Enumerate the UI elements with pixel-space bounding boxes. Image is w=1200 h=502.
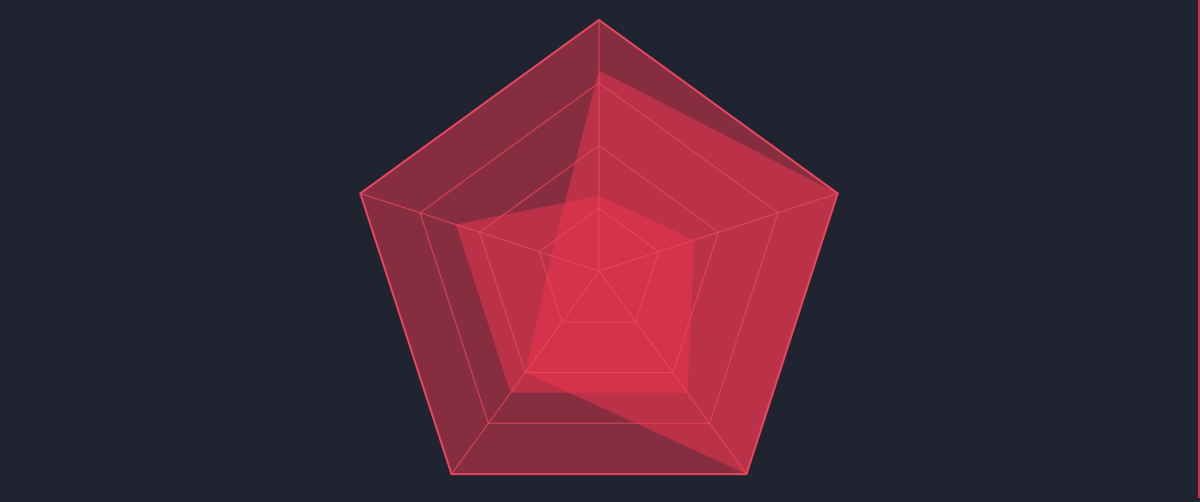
axis-spoke-4 (451, 270, 600, 475)
axis-spoke-3 (598, 270, 747, 475)
axis-spoke-2 (598, 192, 838, 272)
radar-grid (359, 18, 839, 476)
grid-ring-1 (538, 207, 660, 323)
axis-spoke-5 (360, 192, 600, 272)
grid-ring-2 (478, 144, 720, 374)
right-edge-line (1198, 0, 1200, 498)
grid-ring-3 (419, 82, 779, 424)
grid-ring-4 (359, 18, 839, 476)
